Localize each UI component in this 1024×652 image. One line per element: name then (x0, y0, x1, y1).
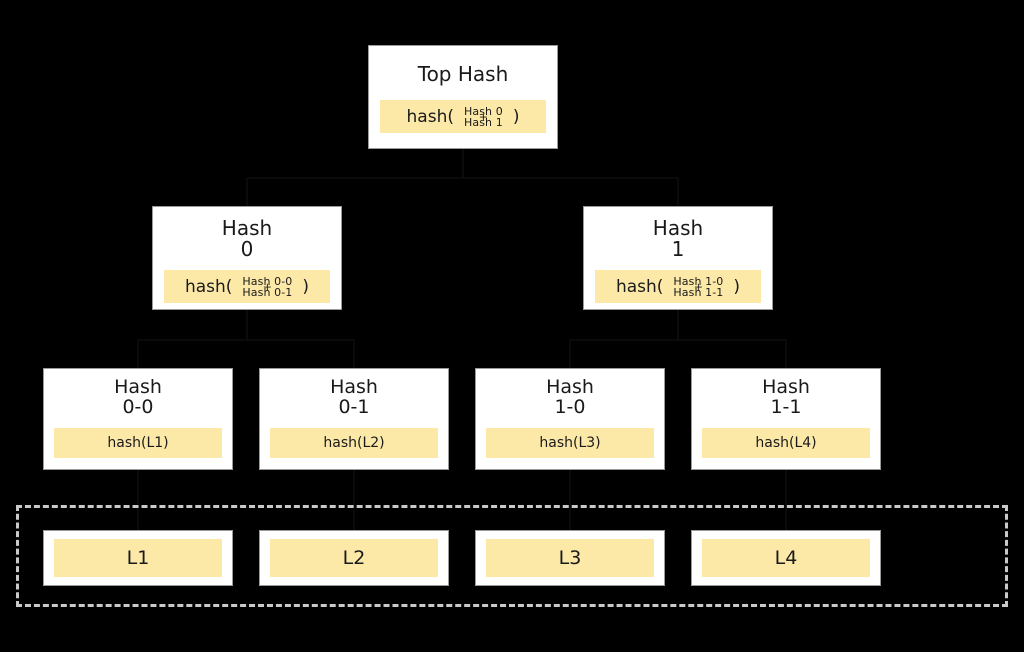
hash-close-paren: ) (733, 276, 741, 297)
hash-operands: Hash 1-0 + Hash 1-1 (673, 276, 723, 298)
edge-hash1-to-hash10 (569, 310, 679, 368)
hash-open-paren: hash( (615, 276, 664, 297)
hash-operand-a: Hash 0 (464, 104, 503, 118)
data-block-l2[interactable]: L2 (259, 530, 449, 586)
node-hash-0[interactable]: Hash 0 hash( Hash 0-0 + Hash 0-1 ) (152, 206, 342, 310)
edge-hash0-to-hash00 (137, 310, 248, 368)
data-block-l2-label: L2 (270, 539, 438, 577)
node-hash-1-0-formula: hash(L3) (486, 427, 654, 458)
hash-plus-sign: + (478, 109, 489, 123)
hash-operand-a: Hash 0-0 (242, 274, 293, 288)
node-hash-1-1-formula: hash(L4) (702, 427, 870, 458)
hash-operand-a: Hash 1-0 (673, 274, 724, 288)
node-top-hash-title: Top Hash (417, 62, 509, 86)
node-hash-1-0[interactable]: Hash 1-0 hash(L3) (475, 368, 665, 470)
data-block-l1[interactable]: L1 (43, 530, 233, 586)
node-hash-0-1-formula: hash(L2) (270, 427, 438, 458)
data-block-l4-label: L4 (702, 539, 870, 577)
node-hash-1-1-title: Hash 1-1 (762, 376, 810, 418)
data-block-l3-label: L3 (486, 539, 654, 577)
hash-open-paren: hash( (406, 106, 454, 127)
hash-operand-b: Hash 0-1 (242, 285, 293, 299)
hash-operand-b: Hash 1-1 (673, 285, 724, 299)
data-block-l1-label: L1 (54, 539, 222, 577)
node-hash-0-0-title: Hash 0-0 (114, 376, 162, 418)
data-blocks-container (16, 505, 1008, 607)
node-hash-1-title: Hash 1 (652, 216, 704, 261)
hash-close-paren: ) (512, 106, 520, 127)
node-top-hash-formula: hash( Hash 0 + Hash 1 ) (380, 100, 546, 133)
hash-plus-sign: + (262, 279, 273, 293)
node-hash-0-0[interactable]: Hash 0-0 hash(L1) (43, 368, 233, 470)
node-hash-0-0-formula: hash(L1) (54, 427, 222, 458)
edge-top-to-hash0 (246, 149, 464, 206)
node-top-hash[interactable]: Top Hash hash( Hash 0 + Hash 1 ) (368, 45, 558, 149)
edge-hash1-to-hash11 (677, 310, 787, 368)
node-hash-1-0-title: Hash 1-0 (546, 376, 594, 418)
node-hash-0-formula: hash( Hash 0-0 + Hash 0-1 ) (164, 270, 330, 303)
edge-top-to-hash1 (462, 149, 679, 206)
hash-plus-sign: + (693, 279, 704, 293)
hash-operand-b: Hash 1 (464, 115, 503, 129)
edge-hash0-to-hash01 (246, 310, 355, 368)
node-hash-1-1[interactable]: Hash 1-1 hash(L4) (691, 368, 881, 470)
node-hash-1[interactable]: Hash 1 hash( Hash 1-0 + Hash 1-1 ) (583, 206, 773, 310)
hash-close-paren: ) (302, 276, 310, 297)
hash-open-paren: hash( (184, 276, 233, 297)
node-hash-0-title: Hash 0 (221, 216, 273, 261)
node-hash-0-1[interactable]: Hash 0-1 hash(L2) (259, 368, 449, 470)
node-hash-1-formula: hash( Hash 1-0 + Hash 1-1 ) (595, 270, 761, 303)
node-hash-0-1-title: Hash 0-1 (330, 376, 378, 418)
hash-operands: Hash 0-0 + Hash 0-1 (242, 276, 292, 298)
data-block-l4[interactable]: L4 (691, 530, 881, 586)
data-block-l3[interactable]: L3 (475, 530, 665, 586)
hash-operands: Hash 0 + Hash 1 (464, 106, 503, 128)
